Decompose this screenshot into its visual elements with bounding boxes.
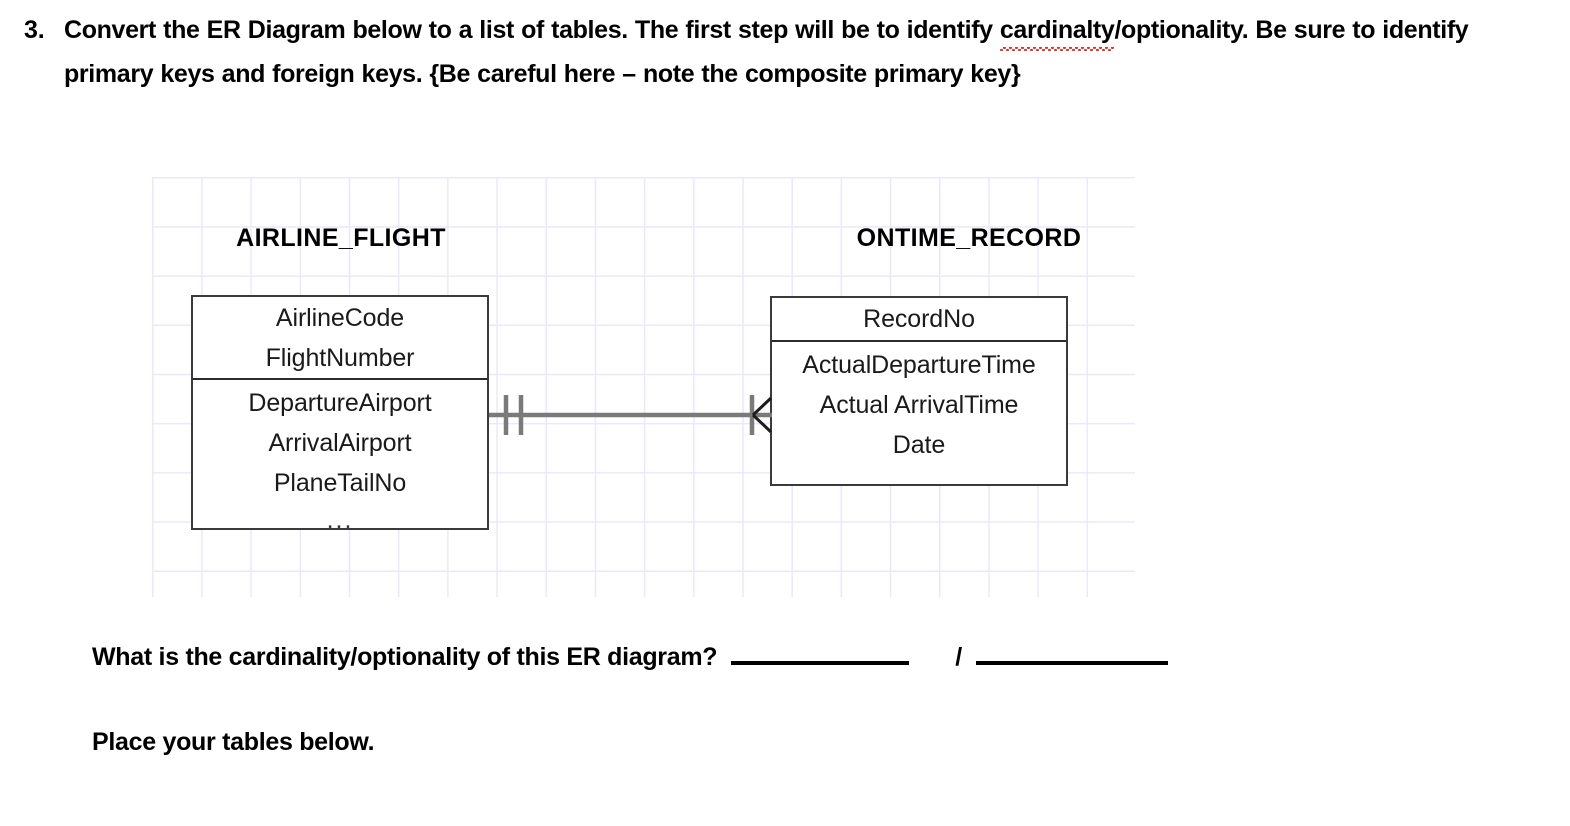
place-tables-prompt: Place your tables below. [92, 728, 375, 756]
question-text-part-2: /optionality. Be sure to identify primar… [64, 16, 1469, 88]
crows-foot-lower [751, 413, 773, 434]
attribute: Actual ArrivalTime [819, 391, 1019, 419]
er-diagram-canvas: AIRLINE_FLIGHT AirlineCode FlightNumber … [152, 177, 1135, 597]
cardinality-prompt: What is the cardinality/optionality of t… [92, 643, 1168, 672]
attribute: PlaneTailNo [273, 469, 407, 497]
cardinality-blank-1[interactable] [731, 661, 910, 665]
attribute: ActualDepartureTime [802, 351, 1036, 379]
blank-separator: / [955, 643, 962, 671]
entity-attributes-section-airline-flight: DepartureAirport ArrivalAirport PlaneTai… [193, 380, 487, 534]
question-number: 3. [24, 16, 45, 44]
entity-key-section-airline-flight: AirlineCode FlightNumber [193, 297, 487, 380]
attribute: ArrivalAirport [268, 429, 412, 457]
key-attribute: RecordNo [863, 305, 975, 333]
entity-title-airline-flight: AIRLINE_FLIGHT [236, 224, 446, 252]
cardinality-blank-2[interactable] [975, 661, 1168, 665]
question-block: 3. Convert the ER Diagram below to a lis… [24, 8, 1524, 96]
entity-title-ontime-record: ONTIME_RECORD [856, 224, 1082, 252]
attribute: Date [892, 431, 946, 459]
question-text: Convert the ER Diagram below to a list o… [64, 8, 1504, 96]
entity-key-section-ontime-record: RecordNo [772, 298, 1066, 342]
attribute-ellipsis: ... [326, 506, 354, 534]
relationship-connector [489, 395, 773, 435]
question-text-part-1: Convert the ER Diagram below to a list o… [64, 16, 1000, 44]
misspelled-word-cardinalty: cardinalty [999, 8, 1115, 52]
crows-foot-upper [751, 396, 773, 417]
entity-box-ontime-record[interactable]: RecordNo ActualDepartureTime Actual Arri… [770, 296, 1068, 486]
attribute: DepartureAirport [248, 389, 432, 417]
cardinality-prompt-label: What is the cardinality/optionality of t… [92, 643, 718, 671]
key-attribute: AirlineCode [275, 304, 405, 332]
entity-box-airline-flight[interactable]: AirlineCode FlightNumber DepartureAirpor… [191, 295, 489, 534]
key-attribute: FlightNumber [265, 344, 415, 372]
entity-attributes-section-ontime-record: ActualDepartureTime Actual ArrivalTime D… [772, 342, 1066, 483]
